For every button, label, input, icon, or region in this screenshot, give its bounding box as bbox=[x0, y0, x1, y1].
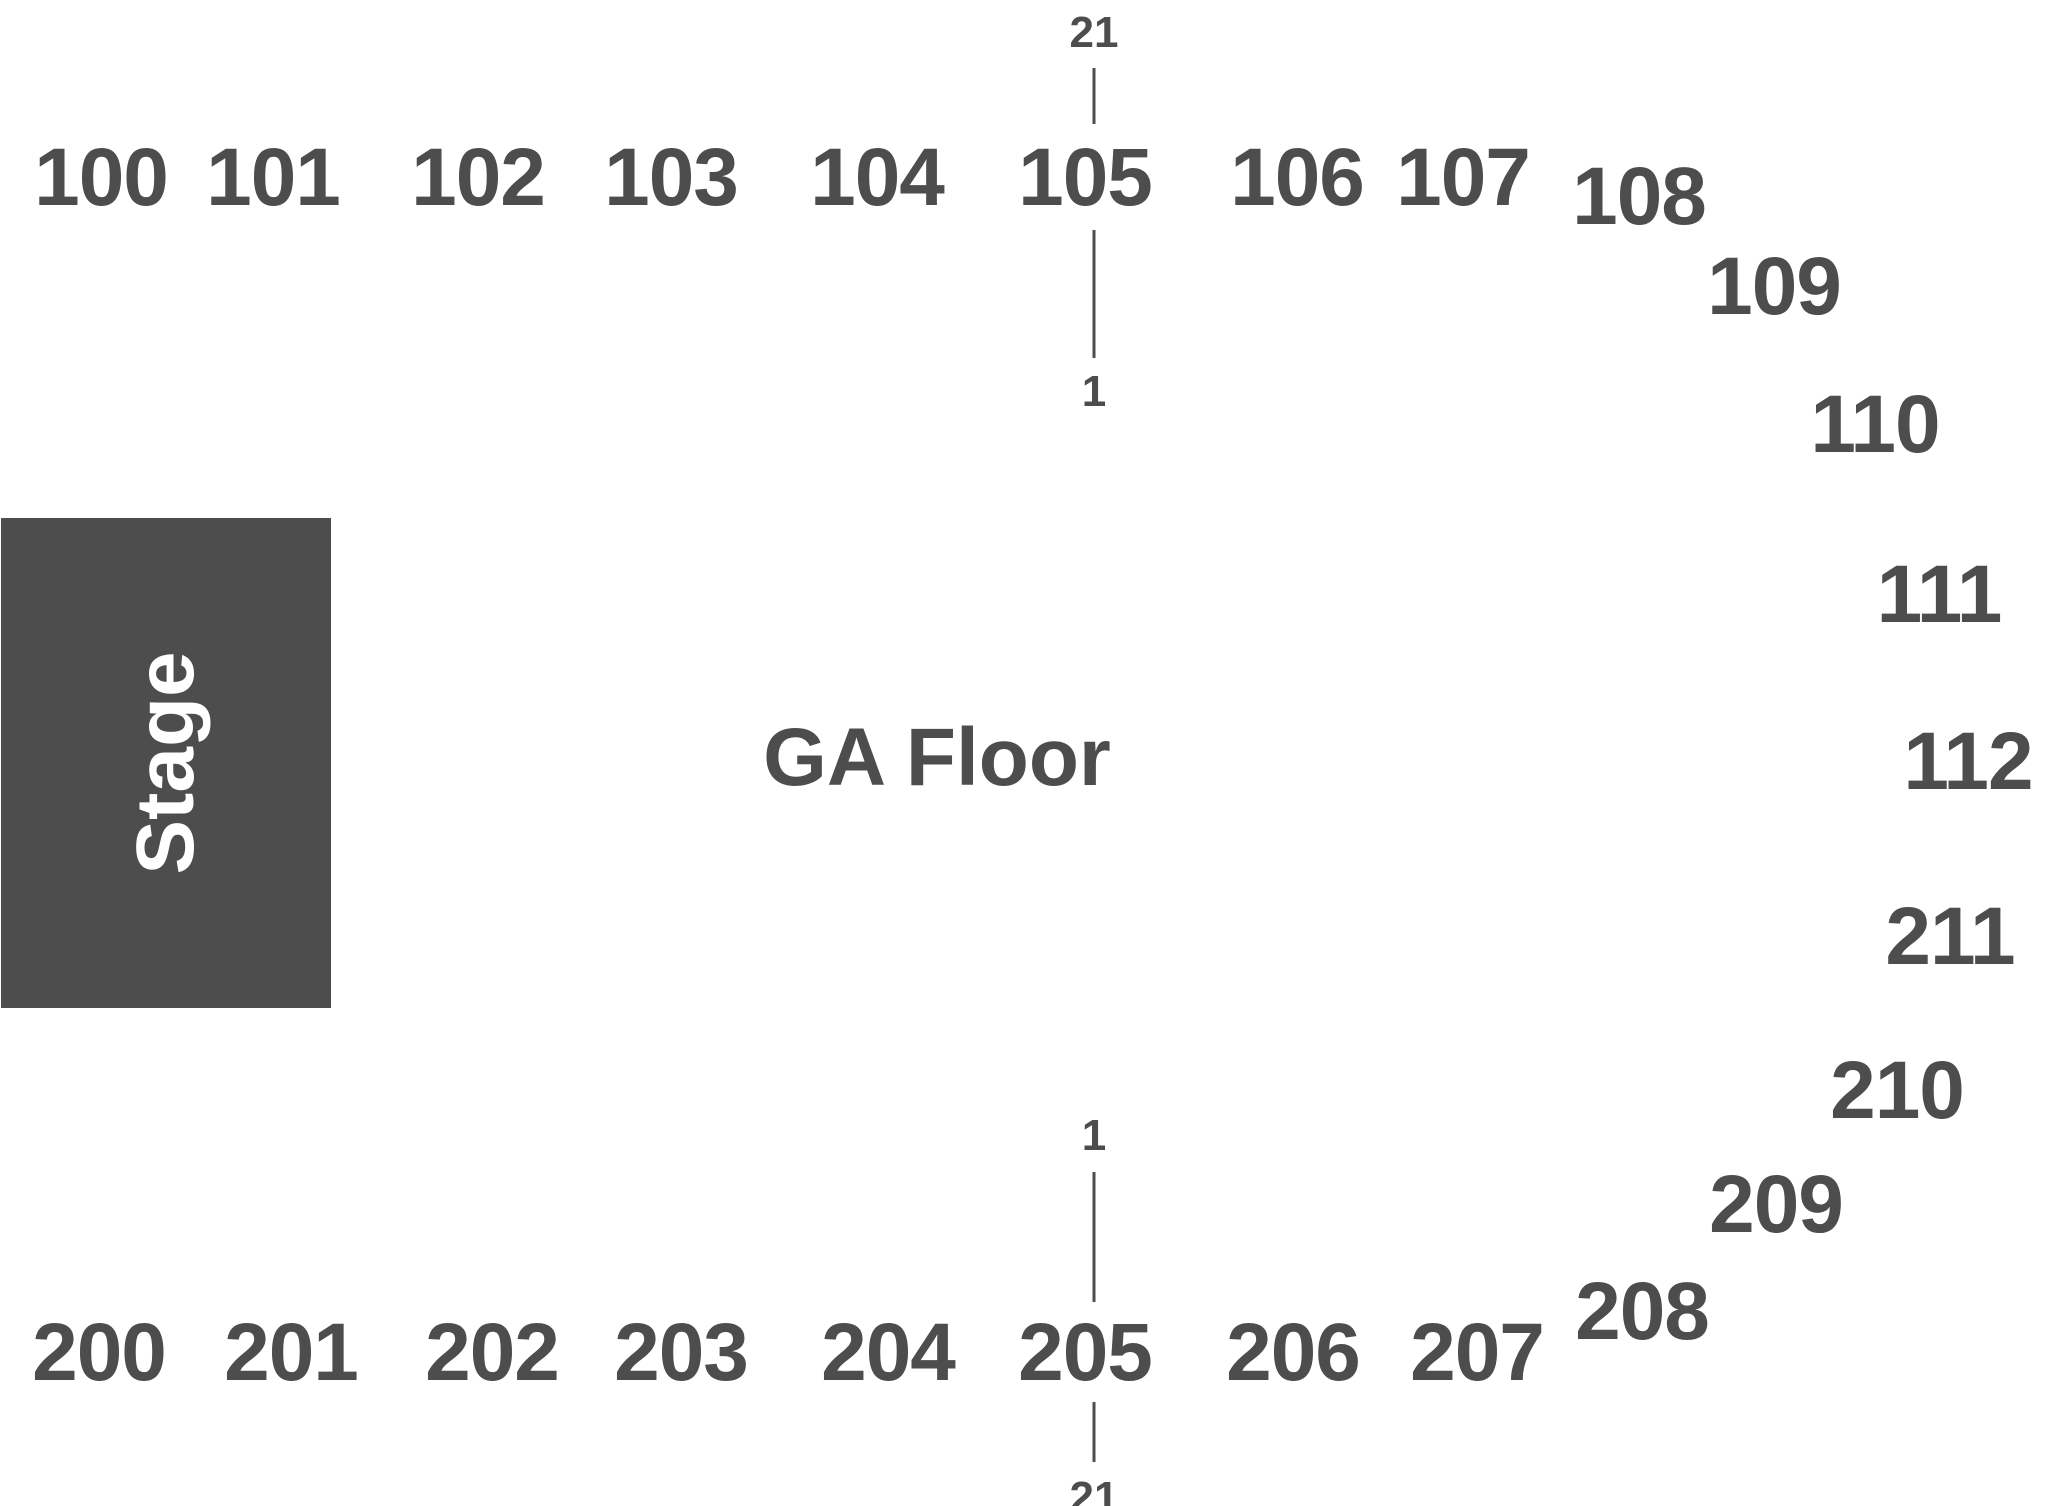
row-marker-bottom-outer: 21 bbox=[1069, 1473, 1119, 1506]
stage-label: Stage bbox=[120, 651, 211, 875]
section-202[interactable]: 202 bbox=[425, 1307, 560, 1398]
section-203[interactable]: 203 bbox=[614, 1307, 749, 1398]
section-104[interactable]: 104 bbox=[810, 132, 945, 223]
section-112[interactable]: 112 bbox=[1903, 716, 2033, 807]
row-marker-top-outer: 21 bbox=[1069, 8, 1119, 57]
ga-floor-label[interactable]: GA Floor bbox=[763, 712, 1111, 803]
row-marker-bottom-inner: 1 bbox=[1081, 1111, 1107, 1160]
section-109[interactable]: 109 bbox=[1707, 241, 1842, 332]
row-marker-bottom-inner-line bbox=[1092, 1172, 1096, 1302]
row-marker-bottom-outer-line bbox=[1092, 1402, 1096, 1462]
section-102[interactable]: 102 bbox=[411, 132, 546, 223]
section-211[interactable]: 211 bbox=[1885, 891, 2015, 982]
section-210[interactable]: 210 bbox=[1830, 1045, 1965, 1136]
section-209[interactable]: 209 bbox=[1709, 1159, 1844, 1250]
section-204[interactable]: 204 bbox=[821, 1307, 956, 1398]
section-110[interactable]: 110 bbox=[1810, 379, 1940, 470]
section-208[interactable]: 208 bbox=[1575, 1266, 1710, 1357]
row-marker-top-inner: 1 bbox=[1081, 367, 1107, 416]
section-107[interactable]: 107 bbox=[1396, 132, 1531, 223]
section-105[interactable]: 105 bbox=[1018, 132, 1153, 223]
section-101[interactable]: 101 bbox=[206, 132, 341, 223]
section-206[interactable]: 206 bbox=[1226, 1307, 1361, 1398]
stage[interactable]: Stage bbox=[1, 518, 331, 1008]
section-100[interactable]: 100 bbox=[34, 132, 169, 223]
row-marker-top-inner-line bbox=[1092, 230, 1096, 358]
row-marker-top-outer-line bbox=[1092, 68, 1096, 124]
section-103[interactable]: 103 bbox=[604, 132, 739, 223]
section-205[interactable]: 205 bbox=[1018, 1307, 1153, 1398]
section-201[interactable]: 201 bbox=[224, 1307, 359, 1398]
section-200[interactable]: 200 bbox=[32, 1307, 167, 1398]
section-106[interactable]: 106 bbox=[1230, 132, 1365, 223]
section-108[interactable]: 108 bbox=[1572, 151, 1707, 242]
section-207[interactable]: 207 bbox=[1410, 1307, 1545, 1398]
section-111[interactable]: 111 bbox=[1876, 549, 2003, 640]
